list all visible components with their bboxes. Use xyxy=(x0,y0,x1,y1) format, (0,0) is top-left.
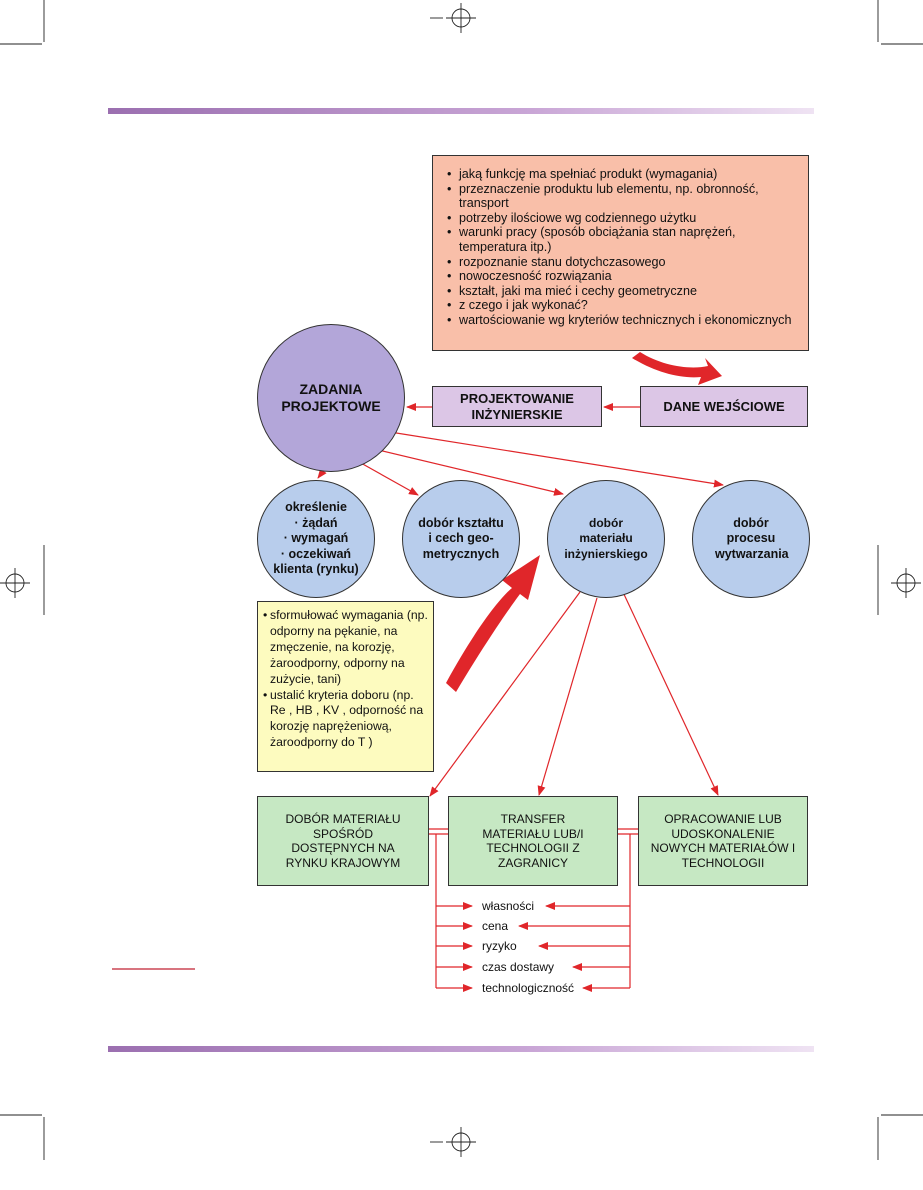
requirement-item: przeznaczenie produktu lub elementu, np.… xyxy=(447,182,800,211)
requirements-list: jaką funkcję ma spełniać produkt (wymaga… xyxy=(447,167,800,328)
curved-arrow-notes xyxy=(446,555,540,692)
requirement-item: kształt, jaki ma mieć i cechy geometrycz… xyxy=(447,284,800,299)
c3-label: dobór materiału inżynierskiego xyxy=(564,515,648,561)
c1-tail: klienta (rynku) xyxy=(273,562,359,577)
new-development-box: OPRACOWANIE LUB UDOSKONALENIE NOWYCH MAT… xyxy=(638,796,808,886)
header-bar xyxy=(108,108,814,114)
arrow-c3-to-develop xyxy=(621,589,719,796)
criterion-manufacturability: technologiczność xyxy=(482,981,575,995)
requirements-box: jaką funkcję ma spełniać produkt (wymaga… xyxy=(432,155,809,351)
criterion-properties: własności xyxy=(482,899,535,913)
note-requirements: sformułować wymagania (np. odporny na pę… xyxy=(263,608,429,688)
design-tasks-label: ZADANIA PROJEKTOWE xyxy=(281,381,381,414)
arrow-c3-to-domestic xyxy=(429,591,581,797)
criterion-risk: ryzyko xyxy=(482,939,517,953)
requirement-item: rozpoznanie stanu dotychczasowego xyxy=(447,255,800,270)
footer-bar xyxy=(108,1046,814,1052)
foreign-transfer-box: TRANSFER MATERIAŁU LUB/I TECHNOLOGII Z Z… xyxy=(448,796,618,886)
circle-material-selection: dobór materiału inżynierskiego xyxy=(547,480,665,598)
criterion-price: cena xyxy=(482,919,509,933)
requirement-item: potrzeby ilościowe wg codziennego użytku xyxy=(447,211,800,226)
engineering-design-box: PROJEKTOWANIE INŻYNIERSKIE xyxy=(432,386,602,427)
c2-label: dobór kształtu i cech geo- metrycznych xyxy=(418,515,504,561)
curved-arrow-input xyxy=(632,352,722,385)
arrow-c3-to-transfer xyxy=(537,597,598,796)
c1-item-3: · oczekiwań xyxy=(280,546,352,561)
c4-label: dobór procesu wytwarzania xyxy=(715,515,789,561)
requirement-item: jaką funkcję ma spełniać produkt (wymaga… xyxy=(447,167,800,182)
requirement-item: z czego i jak wykonać? xyxy=(447,298,800,313)
engineering-design-label: PROJEKTOWANIE INŻYNIERSKIE xyxy=(460,390,574,422)
criterion-delivery-time: czas dostawy xyxy=(482,960,555,974)
design-tasks-circle: ZADANIA PROJEKTOWE xyxy=(257,324,405,472)
c1-title: określenie xyxy=(285,500,347,515)
arrow-tasks-to-c4 xyxy=(389,431,724,488)
circle-shape-selection: dobór kształtu i cech geo- metrycznych xyxy=(402,480,520,598)
arrow-tasks-to-c3 xyxy=(369,447,564,496)
requirement-item: warunki pracy (sposób obciążania stan na… xyxy=(447,225,800,254)
c1-item-1: · żądań xyxy=(294,515,338,530)
transfer-label: TRANSFER MATERIAŁU LUB/I TECHNOLOGII Z Z… xyxy=(482,812,584,870)
circle-process-selection: dobór procesu wytwarzania xyxy=(692,480,810,598)
develop-label: OPRACOWANIE LUB UDOSKONALENIE NOWYCH MAT… xyxy=(650,812,796,870)
input-data-box: DANE WEJŚCIOWE xyxy=(640,386,808,427)
circle-customer-requirements: określenie · żądań · wymagań · oczekiwań… xyxy=(257,480,375,598)
requirement-item: wartościowanie wg kryteriów technicznych… xyxy=(447,313,800,328)
input-data-label: DANE WEJŚCIOWE xyxy=(663,398,785,414)
requirement-item: nowoczesność rozwiązania xyxy=(447,269,800,284)
selection-notes-box: sformułować wymagania (np. odporny na pę… xyxy=(257,601,434,772)
domestic-label: DOBÓR MATERIAŁU SPOŚRÓD DOSTĘPNYCH NA RY… xyxy=(285,812,401,870)
domestic-market-box: DOBÓR MATERIAŁU SPOŚRÓD DOSTĘPNYCH NA RY… xyxy=(257,796,429,886)
note-criteria: ustalić kryteria doboru (np. Re , HB , K… xyxy=(263,688,429,752)
c1-item-2: · wymagań xyxy=(283,531,349,546)
